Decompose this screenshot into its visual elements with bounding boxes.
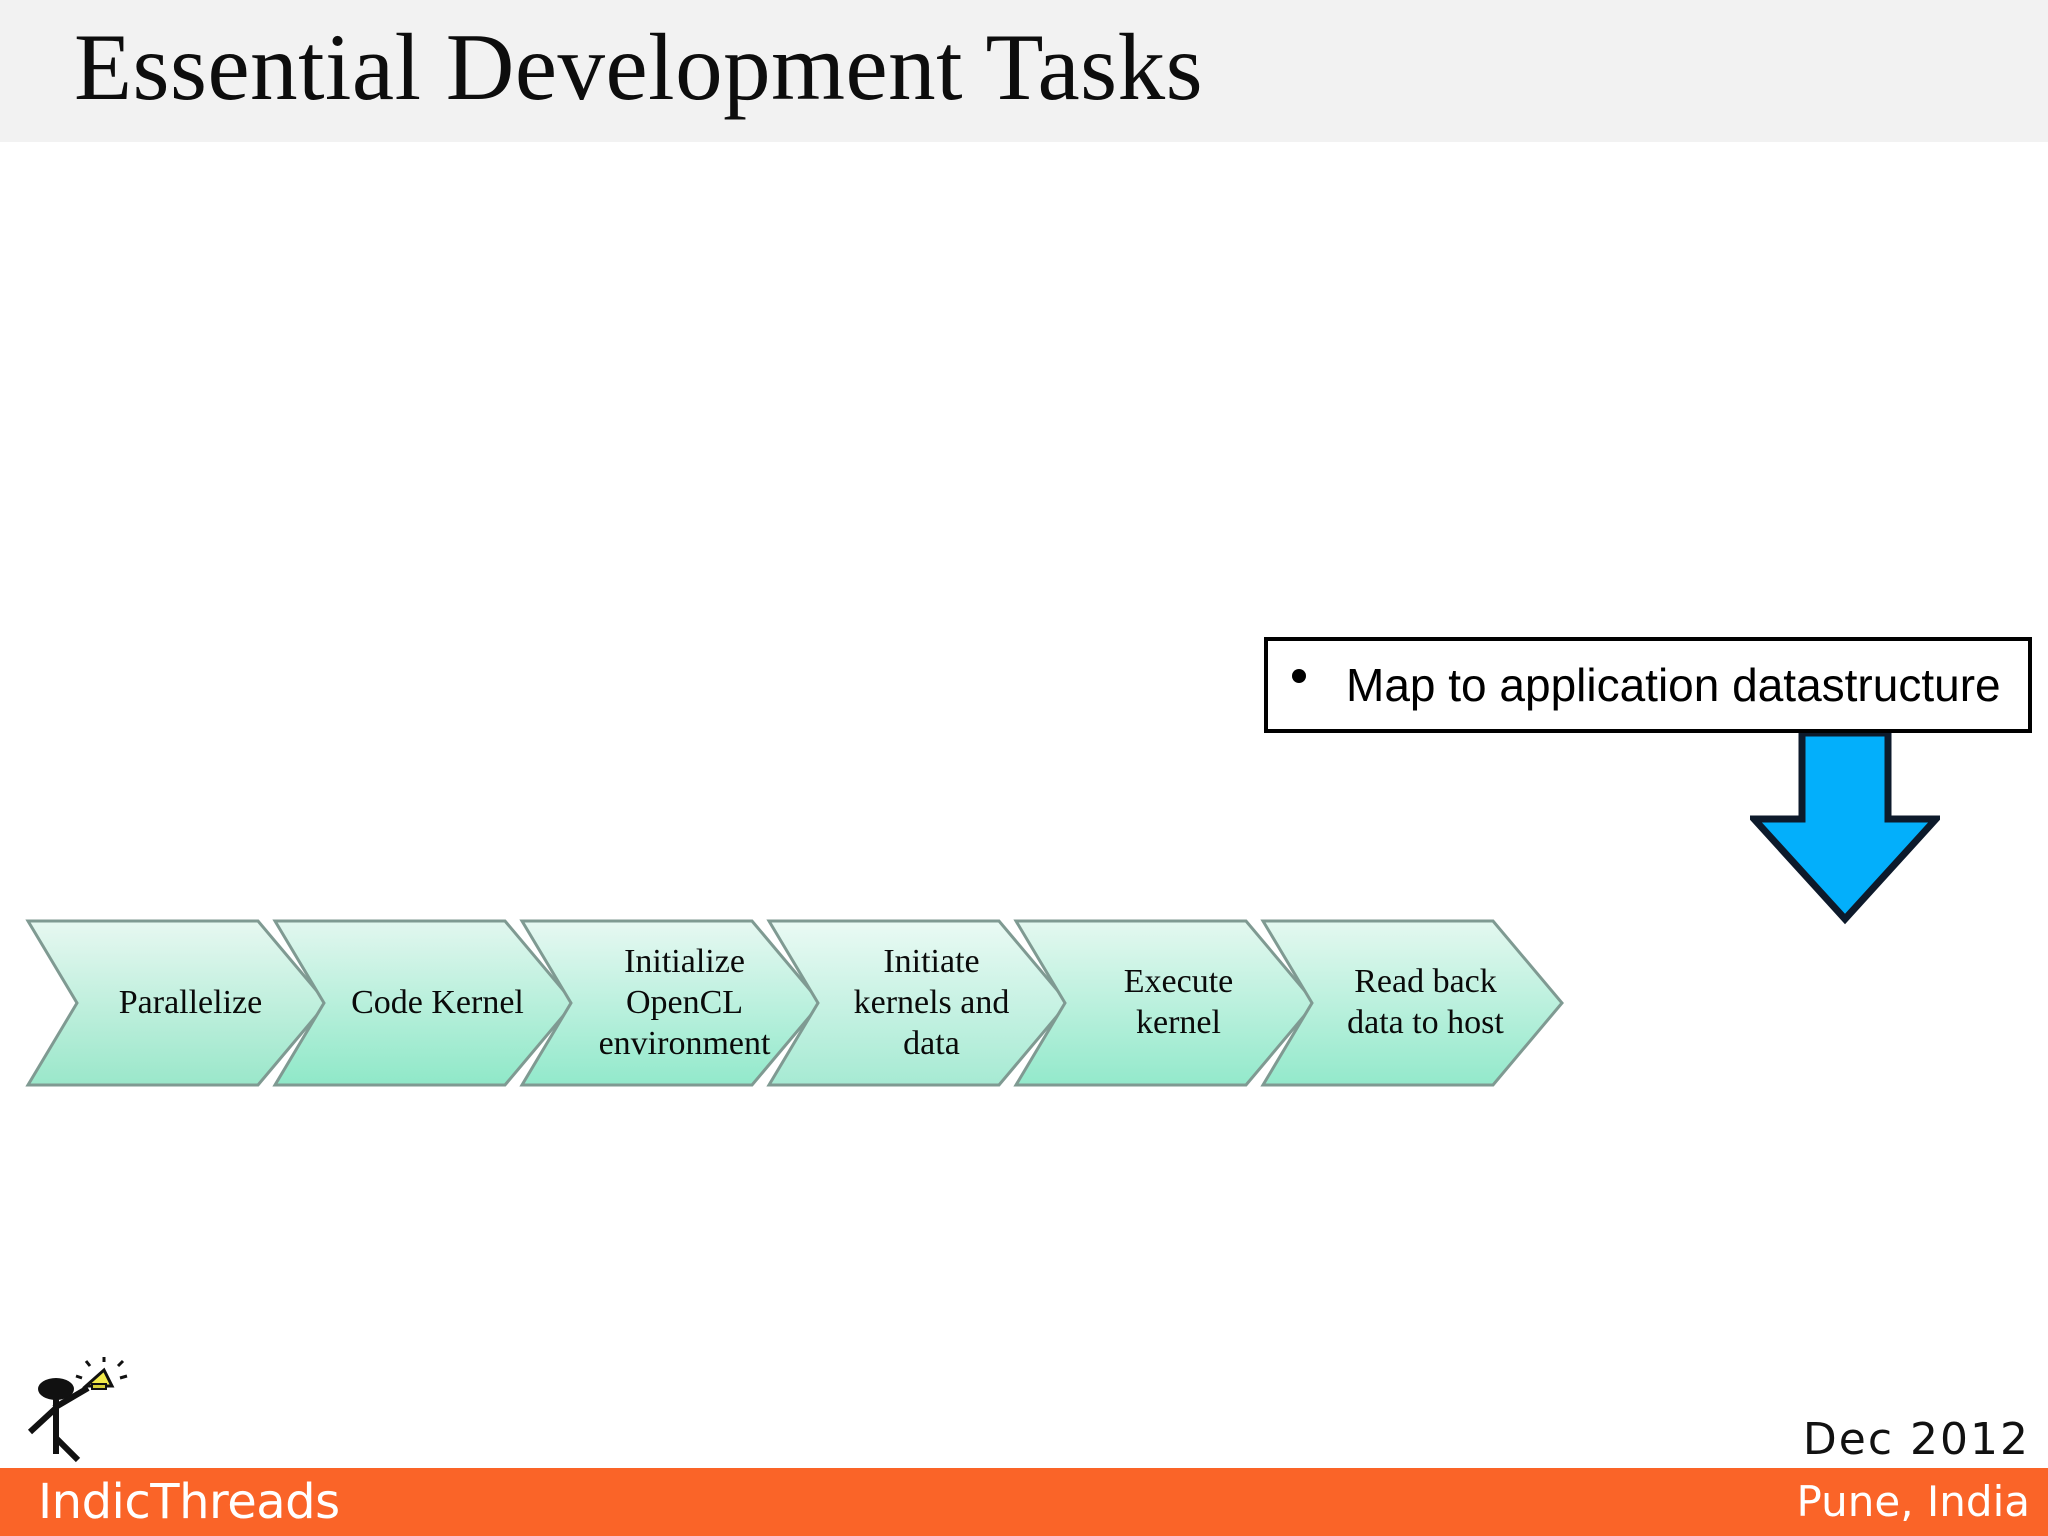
chevron-shape — [272, 918, 577, 1087]
footer-bar: IndicThreads Pune, India — [0, 1468, 2048, 1536]
process-flow: Parallelize Code Kernel — [0, 918, 2048, 1098]
stick-figure-with-lightbulb-icon — [26, 1356, 132, 1474]
event-date: Dec 2012 — [1802, 1414, 2030, 1465]
callout-box: Map to application datastructure — [1264, 637, 2032, 733]
page-title: Essential Development Tasks — [74, 14, 1204, 120]
chevron-shape — [25, 918, 330, 1087]
event-location: Pune, India — [1796, 1477, 2030, 1526]
title-band: Essential Development Tasks — [0, 0, 2048, 142]
chevron-shape — [1013, 918, 1318, 1087]
chevron-shape — [766, 918, 1071, 1087]
process-step-read-back-data-to-host[interactable]: Read back data to host — [1260, 918, 1565, 1087]
chevron-shape — [1260, 918, 1565, 1087]
callout-text: Map to application datastructure — [1346, 659, 2001, 711]
brand-logo-text: IndicThreads — [38, 1474, 340, 1530]
bullet-point-icon — [1292, 669, 1306, 683]
chevron-shape — [519, 918, 824, 1087]
blue-down-arrow-icon — [1746, 729, 1944, 925]
